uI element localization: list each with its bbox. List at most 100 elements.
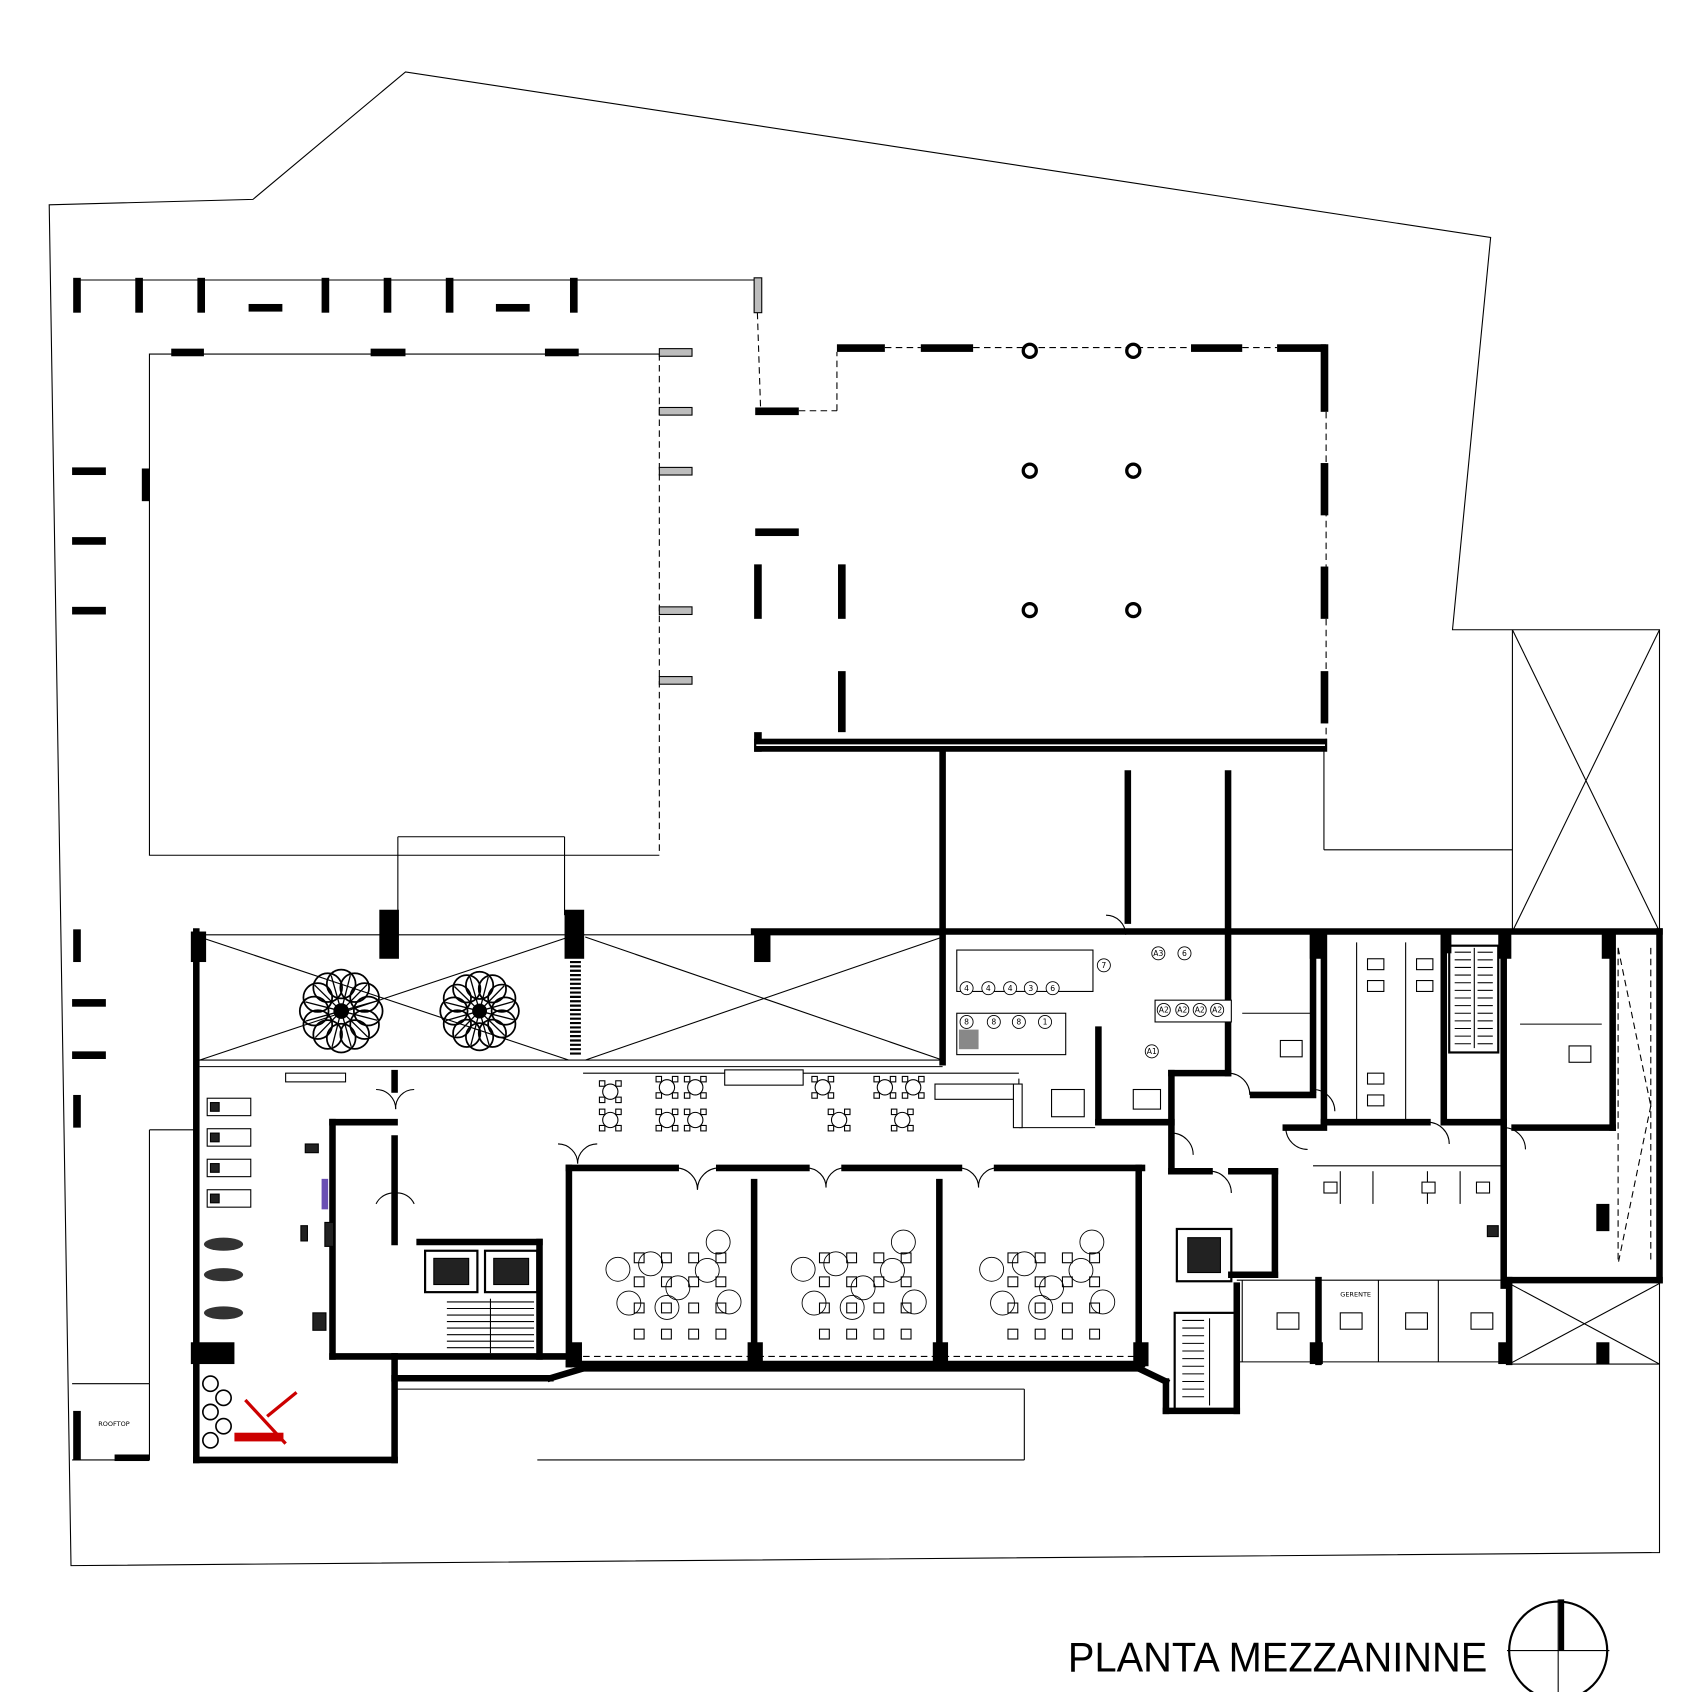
column-bar — [73, 929, 81, 963]
meeting-chair — [1034, 1252, 1046, 1264]
cafe-chair — [827, 1075, 835, 1083]
tree-trunk — [333, 1003, 350, 1019]
meeting-chair — [1089, 1252, 1101, 1264]
cafe-chair — [873, 1075, 880, 1083]
cafe-table — [830, 1111, 848, 1129]
tree-leaf-cluster — [487, 983, 517, 1013]
meeting-chair — [873, 1252, 885, 1264]
cafe-chair — [671, 1075, 679, 1083]
column-bar — [73, 1410, 81, 1460]
meeting-chair — [873, 1328, 885, 1340]
column-bar — [73, 277, 81, 313]
equipment-tag: A1 — [1144, 1044, 1159, 1059]
column-bar — [1277, 344, 1327, 352]
tree-leaf-cluster — [312, 972, 343, 1003]
equipment-tag: 4 — [959, 981, 974, 996]
column-bar — [379, 909, 399, 959]
cafe-chair — [844, 1108, 851, 1116]
round-table — [850, 1275, 876, 1301]
tree-leaf-cluster — [465, 1022, 495, 1052]
equipment-tag: 6 — [1045, 981, 1060, 996]
column-bar — [171, 348, 204, 357]
equipment-tag-circle — [986, 1014, 1001, 1029]
column-bar — [72, 537, 106, 545]
equipment-tag-circle — [1038, 1014, 1052, 1029]
door-swing — [557, 1143, 579, 1164]
office-fixture — [1366, 1094, 1385, 1107]
door-swing — [1313, 1088, 1336, 1112]
equipment-tag-circle — [1003, 981, 1018, 996]
tree-leaf-cluster — [352, 995, 384, 1027]
stair-core — [1173, 1311, 1236, 1412]
office-fixture — [1366, 980, 1385, 992]
meeting-chair — [715, 1328, 727, 1340]
equipment-tag: 3 — [1023, 981, 1038, 996]
tree-leaf-cluster — [477, 974, 507, 1004]
round-table — [616, 1290, 642, 1316]
meeting-chair — [1061, 1302, 1073, 1314]
tree-leaf-cluster — [439, 996, 469, 1026]
thin-wall-line — [1508, 1282, 1660, 1365]
door-swing — [395, 1088, 415, 1110]
column-bar — [197, 277, 206, 313]
round-table — [1011, 1251, 1037, 1277]
meeting-chair — [1034, 1302, 1046, 1314]
column-bar — [72, 1051, 106, 1059]
meeting-chair — [1061, 1276, 1073, 1288]
column-bar — [72, 467, 106, 476]
round-table — [1068, 1257, 1094, 1283]
cafe-chair — [683, 1075, 691, 1083]
cafe-chair — [811, 1092, 818, 1099]
door-swing — [577, 1143, 598, 1164]
equipment-tag: A2 — [1192, 1002, 1207, 1017]
meeting-chair — [1089, 1328, 1101, 1340]
stair-core — [1448, 944, 1500, 1054]
column-bar — [445, 277, 454, 313]
column-bar — [1498, 931, 1512, 959]
weight-rack — [321, 1178, 329, 1210]
tree-leaf-cluster — [452, 974, 482, 1004]
kitchen-counter — [1132, 1088, 1162, 1110]
tree-leaf-cluster — [465, 970, 495, 1000]
grey-column-bar — [658, 606, 693, 616]
equipment-tag-circle — [1156, 1002, 1171, 1017]
equipment-tag-circle — [1011, 1014, 1026, 1029]
office-fixture — [1279, 1039, 1303, 1058]
round-table — [880, 1257, 905, 1283]
cafe-chair — [811, 1075, 818, 1083]
equipment-tag: A2 — [1210, 1002, 1225, 1017]
office-fixture — [1421, 1181, 1436, 1194]
cafe-chair — [655, 1124, 663, 1132]
equipment-tag: 6 — [1177, 946, 1192, 961]
treadmill-console — [209, 1102, 220, 1112]
cafe-chair — [598, 1080, 606, 1087]
cafe-chair — [889, 1075, 897, 1083]
meeting-chair — [660, 1302, 672, 1314]
tree-leaf-cluster — [490, 996, 520, 1026]
elevator-shaft — [1175, 1227, 1233, 1283]
meeting-chair — [900, 1302, 912, 1314]
equipment-tag-label: 4 — [964, 984, 969, 993]
cafe-chair — [671, 1092, 679, 1099]
grey-column-bar — [753, 277, 763, 314]
column-bar — [495, 303, 530, 312]
equipment-tag-label: A2 — [1195, 1006, 1205, 1015]
meeting-chair — [1061, 1252, 1073, 1264]
meeting-chair — [900, 1252, 912, 1264]
meeting-chair — [715, 1276, 727, 1288]
column-bar — [1440, 931, 1452, 954]
trees — [298, 968, 520, 1054]
column-bar — [1191, 344, 1243, 352]
cafe-table — [876, 1079, 894, 1096]
cafe-chair — [907, 1124, 914, 1132]
cafe-table — [602, 1083, 619, 1100]
cafe-chair — [615, 1096, 622, 1104]
column-bar — [1601, 931, 1615, 959]
meeting-chair — [900, 1328, 912, 1340]
cafe-chair — [700, 1092, 707, 1099]
column-bar — [1309, 1342, 1323, 1365]
cafe-chair — [671, 1124, 679, 1132]
cafe-chair — [655, 1092, 663, 1099]
office-fixture — [1415, 958, 1434, 971]
